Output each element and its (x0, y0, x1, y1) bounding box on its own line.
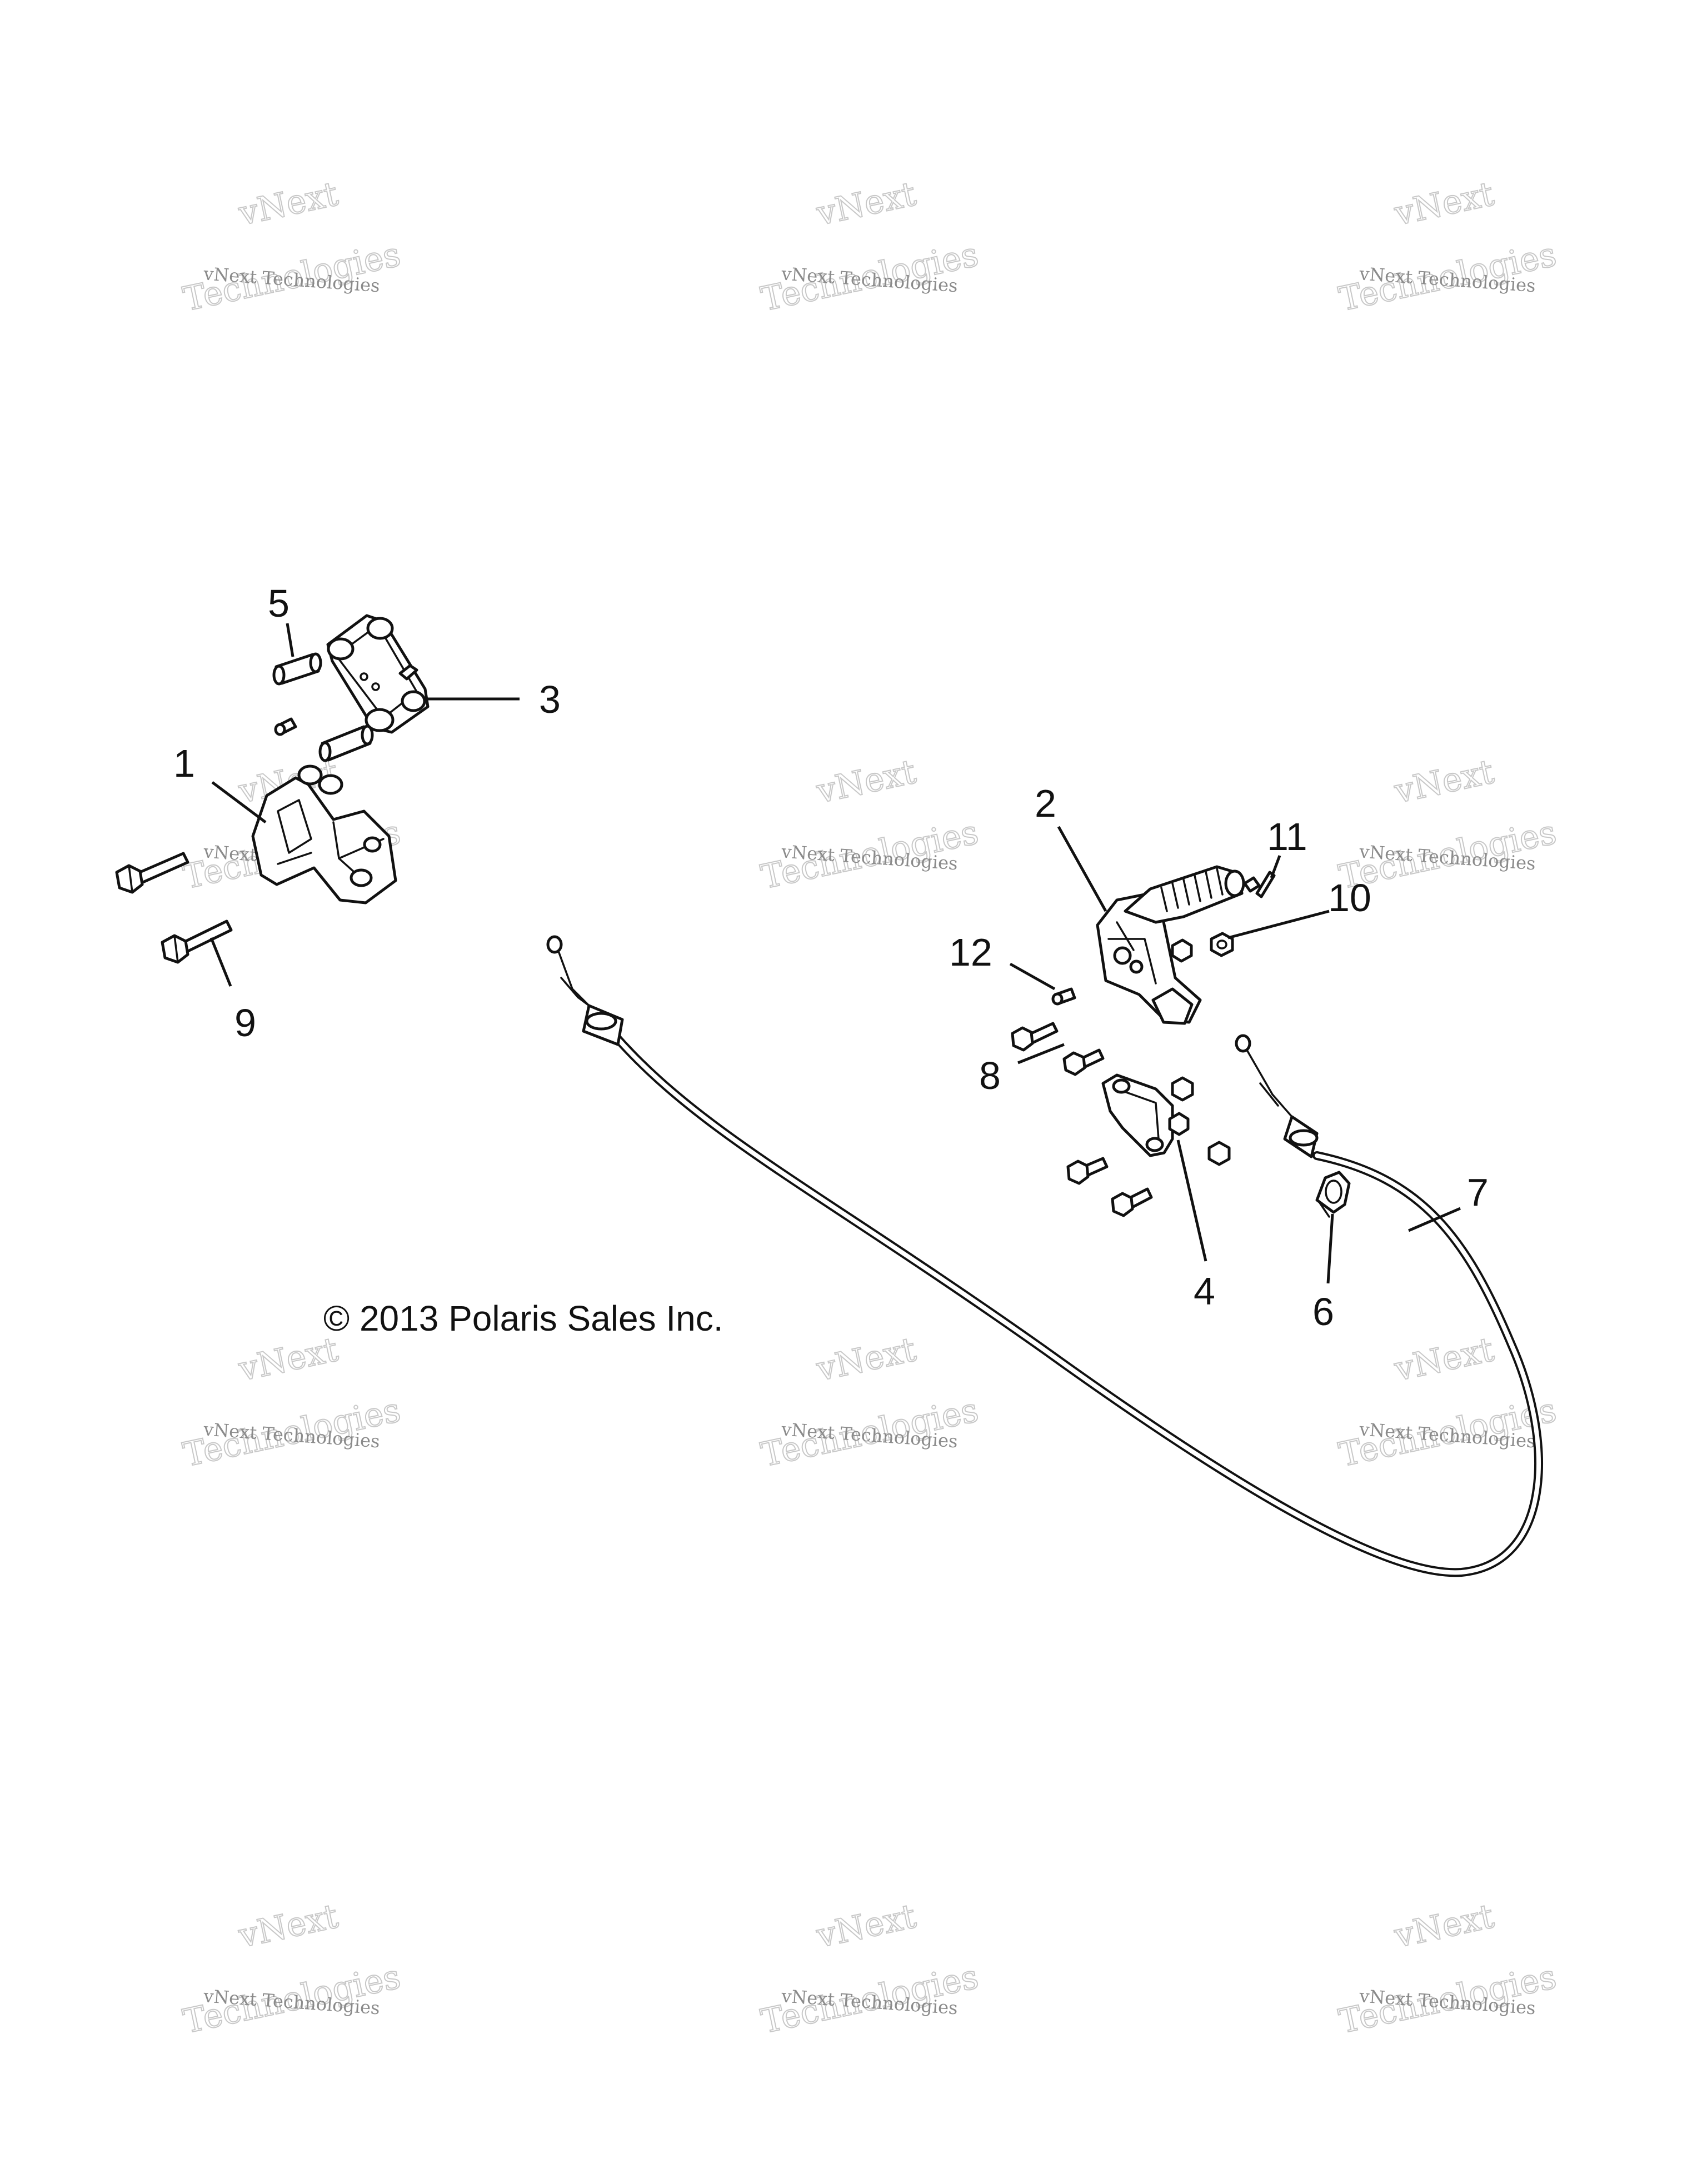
leader-2 (1057, 826, 1107, 912)
leader-11 (1270, 855, 1281, 878)
leader-1 (211, 781, 267, 823)
callout-7: 7 (1467, 1171, 1489, 1214)
callout-12: 12 (949, 931, 992, 974)
callout-1: 1 (173, 742, 195, 785)
part-7-brake-cable (546, 935, 1543, 1577)
watermark-tile: vNext Technologies vNext Technologies (1335, 174, 1560, 319)
callout-11: 11 (1267, 815, 1307, 858)
callout-9: 9 (234, 1001, 256, 1044)
callouts: 1 2 3 4 5 6 7 8 9 10 11 12 (173, 582, 1489, 1333)
nuts-near-part-4 (1168, 1076, 1231, 1166)
leader-12 (1009, 962, 1056, 991)
watermark-tile: vNext Technologies vNext Technologies (757, 752, 982, 897)
watermark-tile: vNext Technologies vNext Technologies (757, 1330, 982, 1475)
watermark-top: vNext (235, 1897, 341, 1956)
part-9-bolt-upper (115, 852, 189, 894)
leader-8 (1017, 1043, 1065, 1064)
part-4-bracket-plate (1101, 1073, 1174, 1157)
part-10-nut-lower (1171, 938, 1193, 963)
leader-10 (1227, 909, 1330, 939)
callout-10: 10 (1328, 876, 1371, 919)
watermark-tile: vNext Technologies vNext Technologies (179, 174, 405, 319)
watermark-top: vNext (1391, 752, 1497, 811)
watermark-tile: vNext Technologies vNext Technologies (1335, 752, 1560, 897)
bolt-near-lever (1011, 1022, 1059, 1052)
watermark-tile: vNext Technologies vNext Technologies (1335, 1330, 1560, 1475)
watermark-top: vNext (235, 174, 341, 233)
small-pin (274, 717, 297, 736)
watermark-top: vNext (235, 1330, 341, 1389)
watermark-tile: vNext Technologies vNext Technologies (757, 1896, 982, 2042)
watermark-tile: vNext Technologies vNext Technologies (179, 1330, 405, 1475)
part-1-mounting-bracket (251, 764, 397, 904)
part-3-bracket-plate (326, 614, 430, 734)
leader-4 (1176, 1140, 1207, 1262)
watermark-top: vNext (813, 1897, 919, 1956)
part-9-bolt-lower (161, 919, 233, 964)
watermark-top: vNext (813, 174, 919, 233)
watermark-tile: vNext Technologies vNext Technologies (757, 174, 982, 319)
leader-9 (209, 937, 232, 987)
leader-5 (286, 623, 295, 657)
callout-4: 4 (1194, 1270, 1215, 1313)
watermark-tile: vNext Technologies vNext Technologies (1335, 1896, 1560, 2042)
leader-7 (1408, 1207, 1461, 1232)
part-5-spacer-bushings (272, 652, 374, 762)
watermark-top: vNext (813, 1330, 919, 1389)
copyright-notice: © 2013 Polaris Sales Inc. (323, 1298, 723, 1338)
callout-8: 8 (979, 1054, 1001, 1097)
leader-6 (1326, 1213, 1334, 1284)
part-8-bolt (1062, 1048, 1105, 1076)
leader-lines (209, 623, 1461, 1284)
watermark-top: vNext (1391, 1330, 1497, 1389)
callout-6: 6 (1312, 1290, 1334, 1333)
part-6-cable-clip (1315, 1171, 1351, 1218)
watermark-top: vNext (1391, 1897, 1497, 1956)
callout-5: 5 (268, 582, 290, 625)
watermark-top: vNext (1391, 174, 1497, 233)
part-2-hand-brake-lever (1096, 865, 1245, 1025)
watermark-tile: vNext Technologies vNext Technologies (179, 1896, 405, 2042)
bolts-below-part-4 (1066, 1157, 1153, 1217)
part-12-screw (1051, 987, 1076, 1006)
part-10-nut (1210, 932, 1234, 957)
part-11-pin (1243, 871, 1276, 898)
watermarks: vNext Technologies vNext Technologies vN… (179, 174, 1560, 2042)
watermark-top: vNext (813, 752, 919, 811)
callout-3: 3 (539, 678, 561, 721)
callout-2: 2 (1035, 782, 1056, 825)
